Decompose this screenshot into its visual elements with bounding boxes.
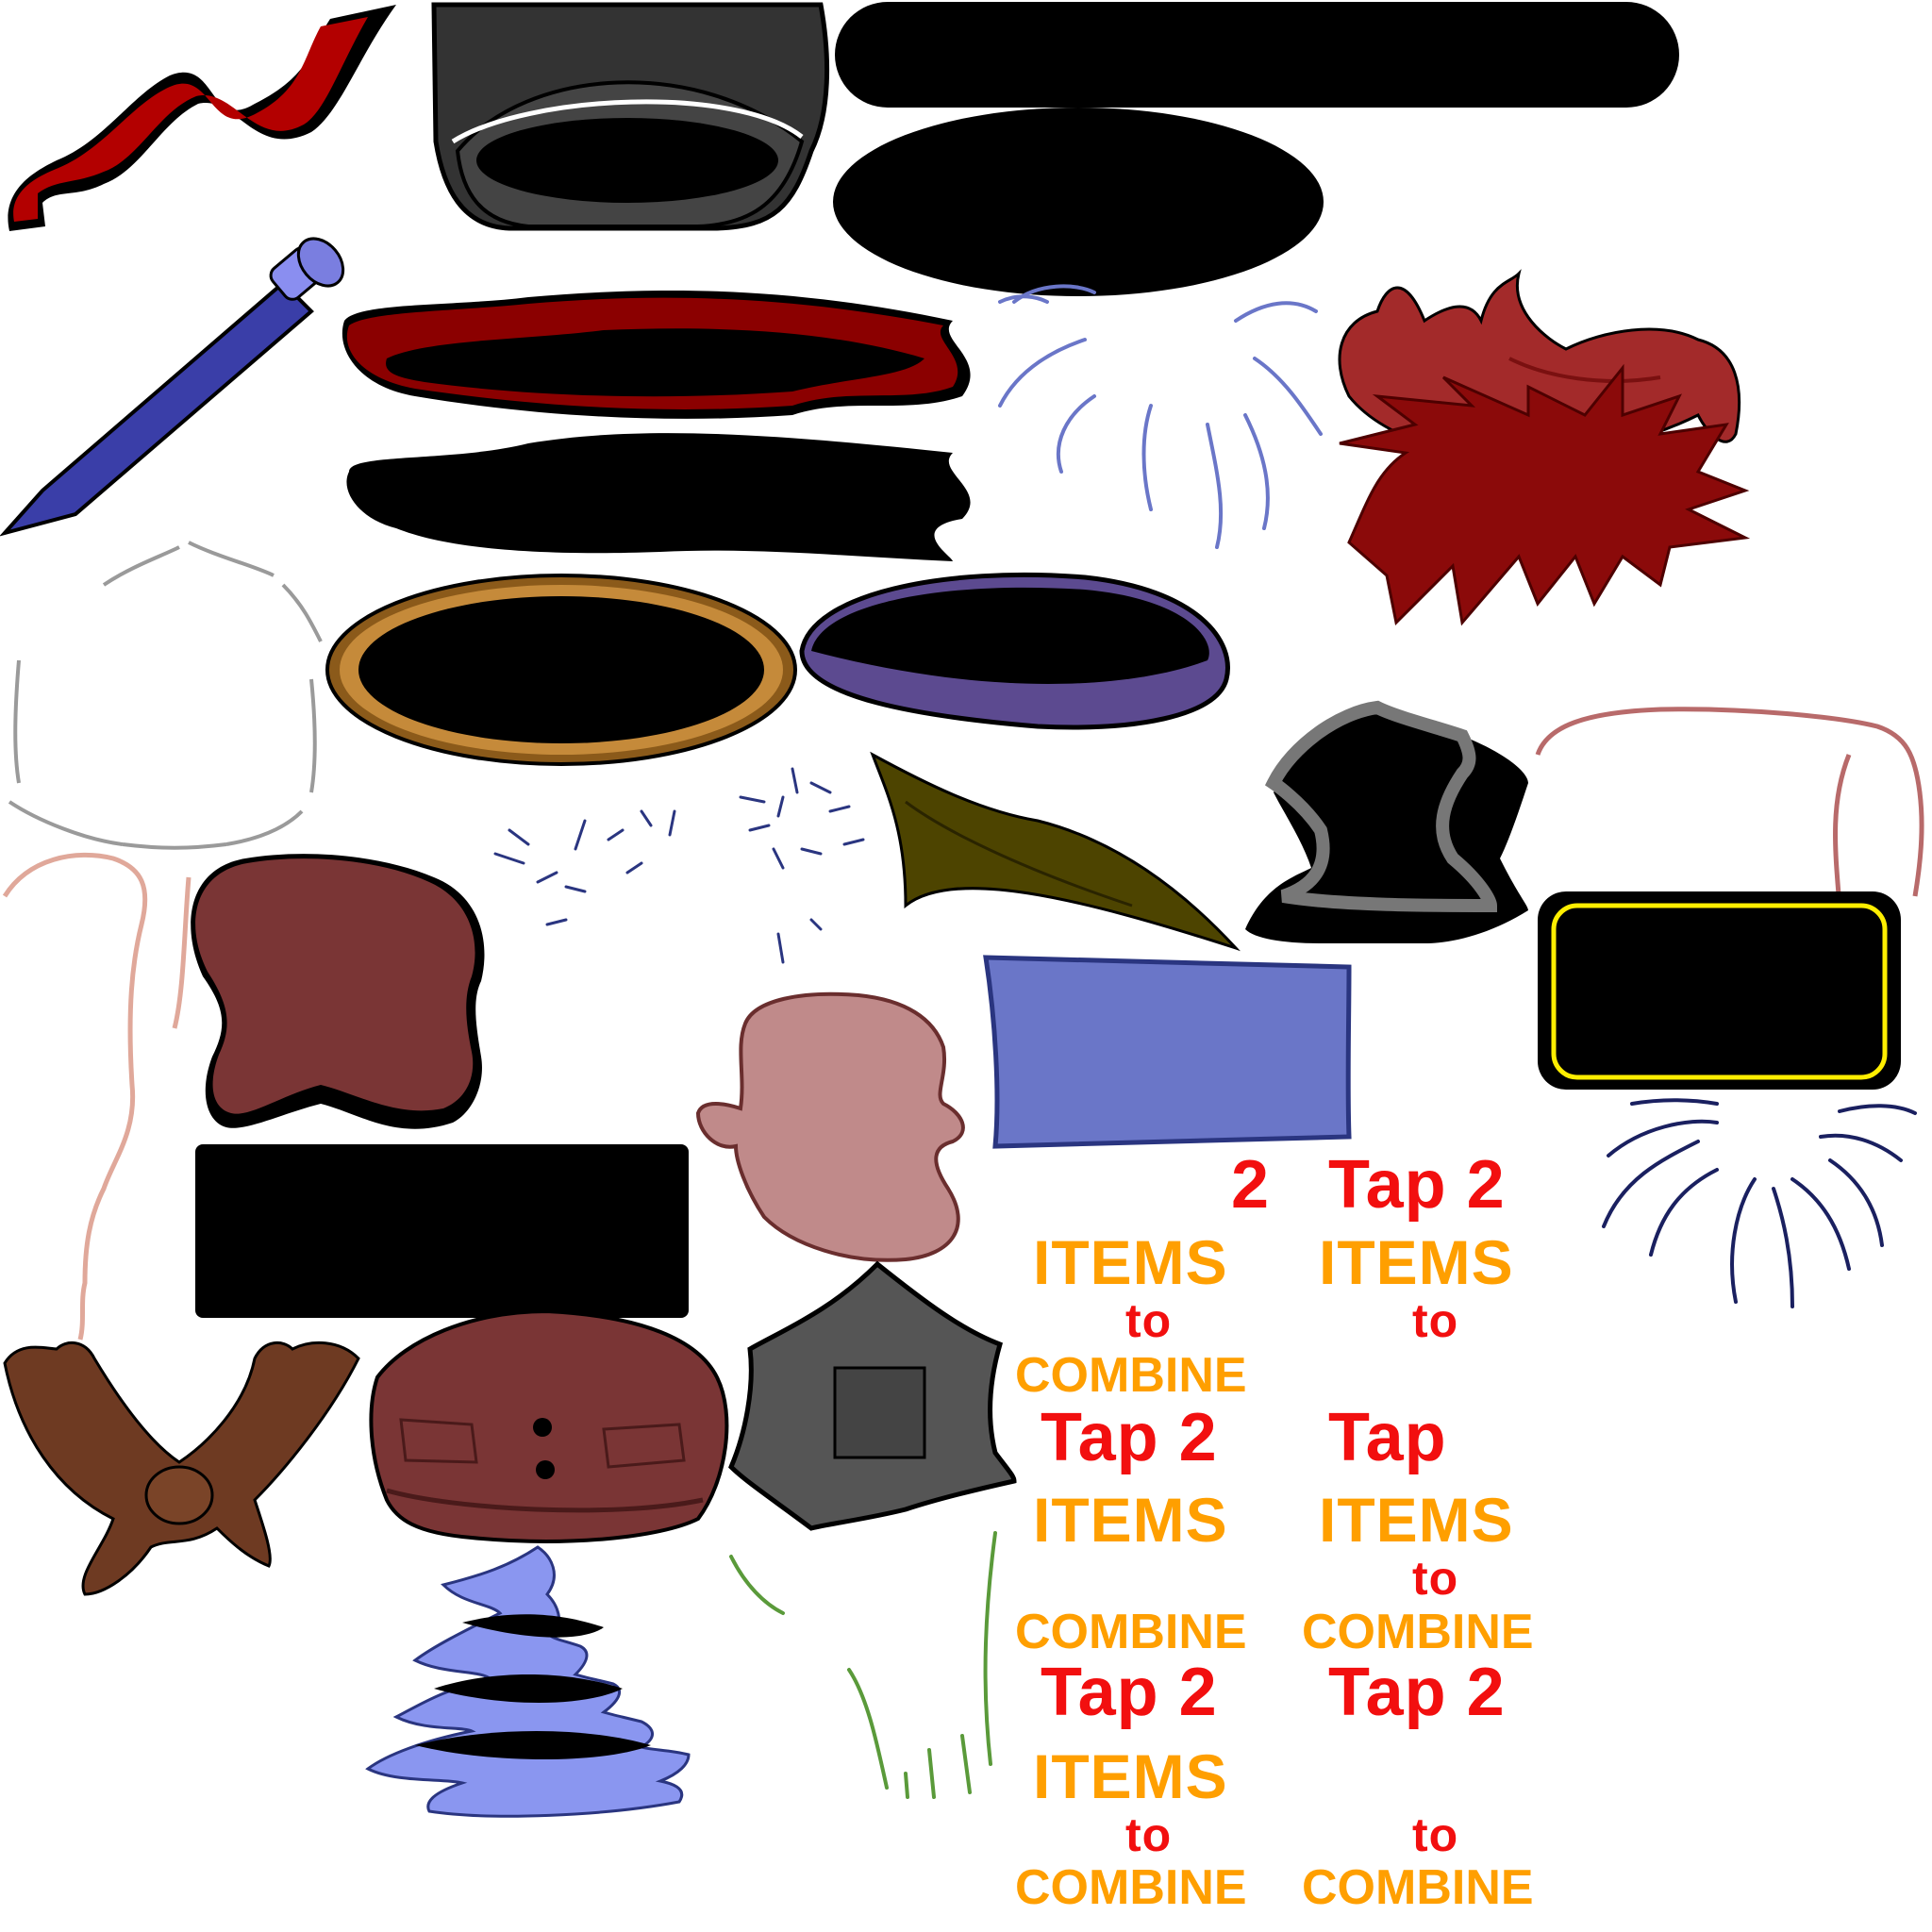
label-tap-2: Tap 2	[1041, 1655, 1218, 1730]
gray-octagon-shield-icon	[728, 1260, 1017, 1531]
label-items: ITEMS	[1033, 1227, 1228, 1297]
brown-scarf-tie-icon	[3, 1341, 360, 1596]
purple-brim-icon	[799, 572, 1230, 730]
black-block-icon	[195, 1144, 689, 1318]
label-tap-2: Tap 2	[1328, 1655, 1506, 1730]
label-combine: COMBINE	[1015, 1605, 1247, 1659]
small-sparkles-icon	[493, 767, 865, 964]
black-oval-icon	[833, 108, 1324, 296]
brown-head-shape-icon	[191, 854, 485, 1129]
label-to: to	[1125, 1294, 1173, 1347]
olive-leaf-icon	[870, 751, 1241, 952]
dark-red-spiky-hair-icon	[1339, 363, 1751, 626]
label-items: ITEMS	[1033, 1741, 1228, 1811]
blue-panel-icon	[983, 955, 1352, 1149]
black-scarf-icon	[346, 433, 971, 561]
label-tap: Tap	[1328, 1400, 1447, 1475]
label-items: ITEMS	[1033, 1485, 1228, 1555]
blue-pen-icon	[0, 237, 345, 537]
navy-burst-icon	[1602, 1098, 1917, 1308]
label-to: to	[1412, 1808, 1459, 1861]
blue-tree-icon	[365, 1545, 691, 1818]
label-combine: COMBINE	[1302, 1605, 1534, 1659]
red-ribbon-icon	[8, 5, 396, 231]
brown-beret-icon	[369, 1308, 729, 1543]
label-two: 2	[1231, 1147, 1271, 1223]
dark-hat-brim-icon	[431, 2, 830, 231]
label-combine: COMBINE	[1015, 1348, 1247, 1403]
green-grass-icon	[729, 1531, 997, 1799]
label-to: to	[1412, 1294, 1459, 1347]
black-bar-icon	[835, 2, 1679, 108]
gray-outline-icon	[8, 541, 323, 850]
skin-outline-icon	[2, 852, 192, 1341]
label-to: to	[1412, 1552, 1459, 1605]
red-scarf-icon	[341, 290, 971, 419]
yellow-frame-icon	[1538, 891, 1901, 1090]
label-to: to	[1125, 1808, 1173, 1861]
label-tap-2: Tap 2	[1041, 1400, 1218, 1475]
label-combine: COMBINE	[1015, 1860, 1247, 1915]
blue-sparkle-lines-icon	[998, 284, 1323, 549]
label-items: ITEMS	[1319, 1485, 1514, 1555]
gray-helmet-shape-icon	[1245, 700, 1528, 943]
bald-head-icon	[695, 991, 965, 1262]
pink-outline-icon	[1535, 707, 1924, 907]
label-combine: COMBINE	[1302, 1860, 1534, 1915]
label-tap-2: Tap 2	[1328, 1147, 1506, 1223]
label-items: ITEMS	[1319, 1227, 1514, 1297]
brown-ring-icon	[325, 574, 797, 766]
